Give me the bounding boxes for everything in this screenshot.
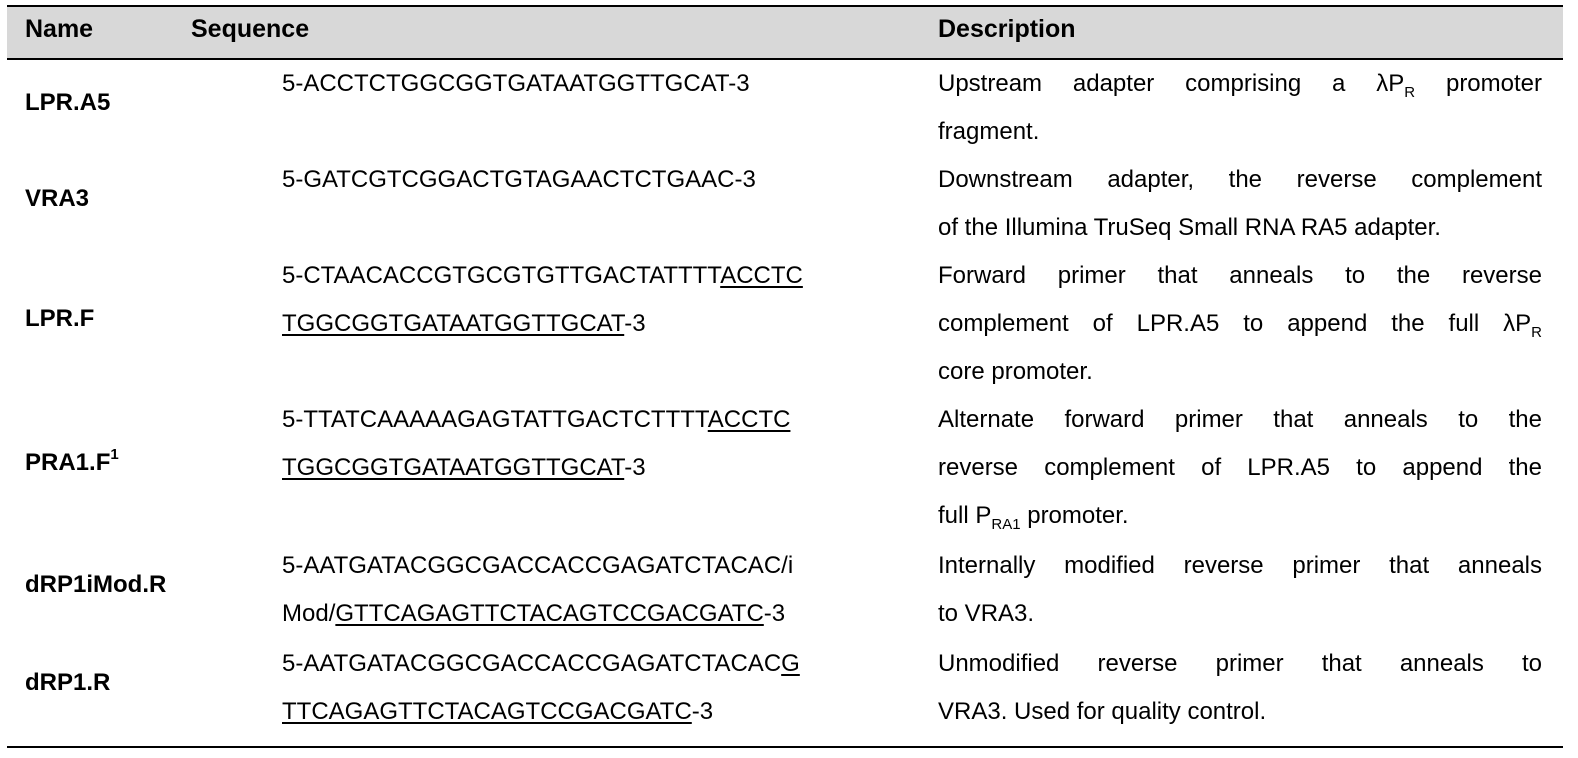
row-sequence: 5-GATCGTCGGACTGTAGAACTCTGAAC-3 bbox=[282, 166, 756, 193]
primer-table: Name Sequence Description LPR.A5 5-ACCTC… bbox=[7, 5, 1563, 749]
row-name: LPR.F bbox=[25, 305, 95, 332]
row-description: Upstream adapter comprising a λPR promot… bbox=[938, 70, 1543, 145]
header-name: Name bbox=[25, 15, 94, 43]
row-sequence: 5-CTAACACCGTGCGTGTTGACTATTTTACCTC TGGCGG… bbox=[282, 262, 803, 337]
row-name: LPR.A5 bbox=[25, 89, 111, 116]
row-name: PRA1.F1 bbox=[25, 446, 119, 476]
row-description: Forward primer that anneals to the rever… bbox=[938, 262, 1542, 385]
row-description: Downstream adapter, the reverse compleme… bbox=[938, 166, 1542, 241]
row-sequence: 5-AATGATACGGCGACCACCGAGATCTACACG TTCAGAG… bbox=[282, 650, 800, 725]
header-sequence: Sequence bbox=[191, 15, 310, 43]
row-sequence: 5-AATGATACGGCGACCACCGAGATCTACAC/i Mod/GT… bbox=[282, 552, 794, 627]
row-description: Alternate forward primer that anneals to… bbox=[938, 406, 1542, 533]
table-header: Name Sequence Description bbox=[7, 5, 1563, 60]
table-bottom-rule bbox=[7, 746, 1563, 748]
row-sequence: 5-ACCTCTGGCGGTGATAATGGTTGCAT-3 bbox=[282, 70, 750, 97]
row-name: dRP1.R bbox=[25, 669, 111, 696]
row-description: Internally modified reverse primer that … bbox=[938, 552, 1542, 627]
row-sequence: 5-TTATCAAAAAGAGTATTGACTCTTTTACCTC TGGCGG… bbox=[282, 406, 791, 481]
header-description: Description bbox=[938, 15, 1076, 43]
row-name: VRA3 bbox=[25, 185, 90, 212]
row-name: dRP1iMod.R bbox=[25, 571, 167, 598]
row-description: Unmodified reverse primer that anneals t… bbox=[938, 650, 1542, 725]
